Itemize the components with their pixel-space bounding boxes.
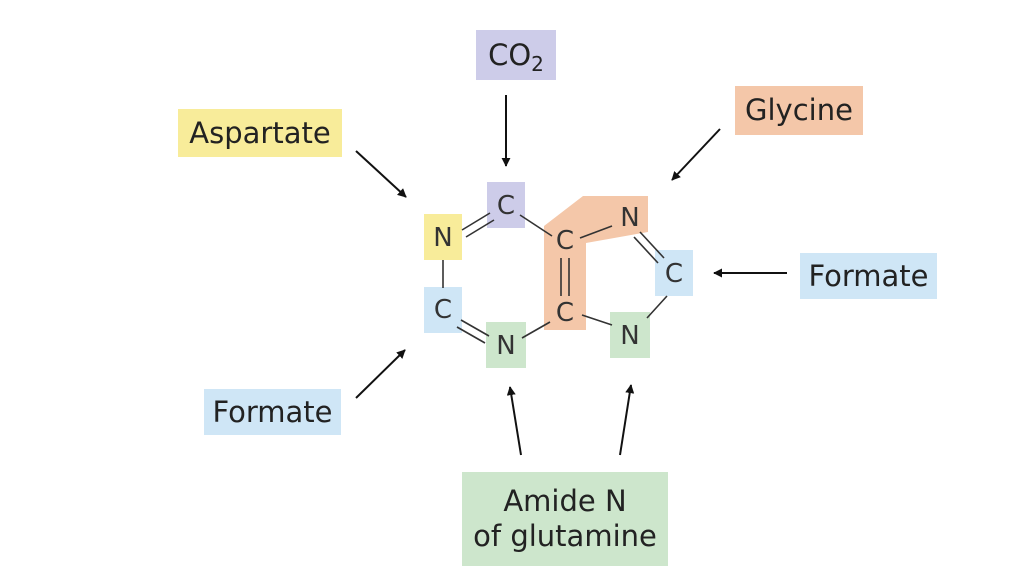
label-formate-right: Formate	[800, 253, 937, 299]
label-formate-right-text: Formate	[808, 258, 929, 293]
label-formate-left: Formate	[204, 389, 341, 435]
label-co2-main: CO	[488, 37, 532, 72]
bond-n9-c4	[581, 314, 613, 326]
bond-n1-c6-b	[465, 219, 495, 238]
label-amide: Amide N of glutamine	[462, 472, 668, 566]
atom-c5: C	[556, 226, 574, 256]
bond-n7-c8-a	[639, 231, 665, 259]
label-amide-line1: Amide N	[503, 484, 627, 519]
arrow-amide-n9	[619, 384, 635, 456]
atom-c2: C	[434, 295, 452, 325]
atom-n3: N	[496, 331, 515, 361]
label-formate-left-text: Formate	[212, 394, 333, 429]
atom-n1: N	[433, 223, 452, 253]
arrow-aspartate	[355, 150, 407, 198]
bond-c5-n7	[579, 225, 613, 239]
bond-c2-n3-a	[460, 319, 490, 337]
arrow-amide-n3	[506, 386, 522, 456]
atom-n1-highlight-aspartate	[424, 214, 462, 260]
atom-n3-highlight-amide	[486, 322, 526, 368]
bond-n3-c4	[521, 321, 551, 339]
atom-c4: C	[556, 298, 574, 328]
label-aspartate: Aspartate	[178, 109, 342, 157]
atom-n9: N	[620, 321, 639, 351]
atom-n9-highlight-amide	[610, 312, 650, 358]
bond-c8-n9	[646, 295, 668, 319]
bonds	[442, 212, 668, 344]
bond-c6-c5	[519, 214, 553, 237]
glycine-region-highlight	[544, 196, 648, 330]
label-glycine-text: Glycine	[745, 93, 853, 128]
label-glycine: Glycine	[735, 86, 863, 135]
bond-n1-c6-a	[461, 212, 491, 231]
label-amide-line2: of glutamine	[473, 519, 657, 553]
bond-n7-c8-b	[633, 236, 659, 264]
atom-c2-highlight-formate	[424, 287, 462, 333]
atom-c6: C	[497, 191, 515, 221]
arrow-glycine	[671, 128, 721, 181]
atom-c8-highlight-formate	[655, 250, 693, 296]
label-aspartate-text: Aspartate	[189, 115, 331, 150]
atom-n7: N	[620, 203, 639, 233]
atom-c8: C	[665, 259, 683, 289]
arrow-formate-left	[355, 349, 406, 399]
bond-c2-n3-b	[456, 326, 486, 344]
label-co2-subscript: 2	[531, 52, 544, 76]
